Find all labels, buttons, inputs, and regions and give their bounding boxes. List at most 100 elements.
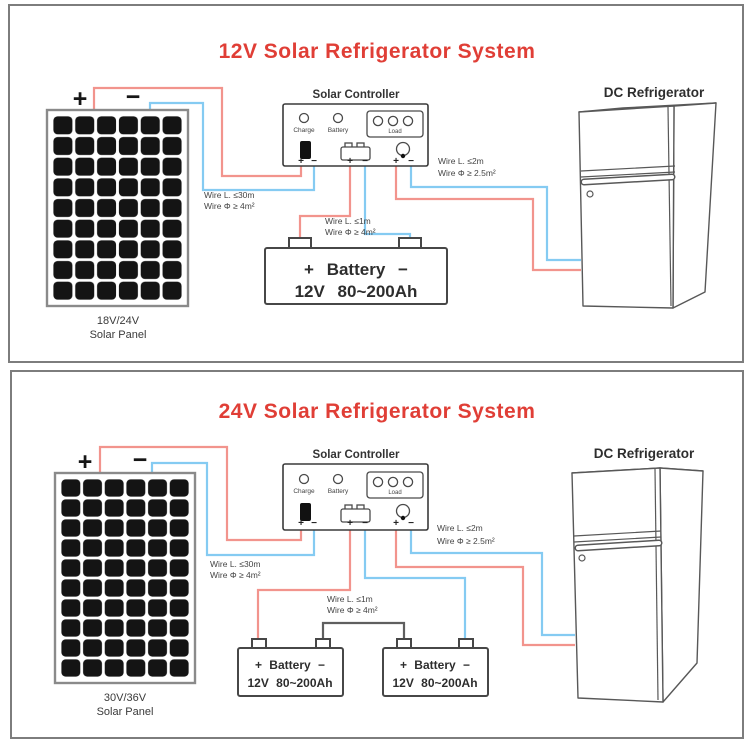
fridge-handle: [576, 541, 661, 550]
bulb-icon: [395, 141, 411, 157]
controller-title: Solar Controller: [313, 89, 400, 101]
load-led-icon: [387, 476, 399, 488]
panel-negative-wire: [150, 461, 316, 557]
bulb-base-icon: [400, 515, 406, 521]
diagram-title-24v: 24V Solar Refrigerator System: [219, 400, 536, 423]
solar-panel-icon: [300, 141, 311, 159]
charge-led-label: Charge: [293, 488, 315, 495]
panel-name-label: Solar Panel: [90, 329, 147, 341]
solar-controller-12v: [282, 103, 429, 167]
panel-wire-spec-line1: Wire L. ≤30m: [210, 559, 260, 569]
solar-panel-icon: [300, 503, 311, 521]
controller-solar-minus: −: [311, 156, 317, 167]
battery-24v-a: [237, 638, 344, 697]
battery-heading: + Battery −: [400, 658, 470, 672]
refrigerator-label: DC Refrigerator: [594, 446, 695, 461]
battery-led-icon: [332, 112, 344, 124]
bulb-base-icon: [400, 153, 406, 159]
charge-led-icon: [298, 112, 310, 124]
diagram-title-12v: 12V Solar Refrigerator System: [219, 40, 536, 63]
fridge-lock: [586, 190, 594, 198]
controller-solar-minus: −: [311, 518, 317, 529]
fridge-door-gap: [667, 106, 672, 307]
fridge-door-gap: [654, 468, 659, 701]
battery-led-label: Battery: [328, 127, 349, 134]
load-positive-wire: [394, 530, 575, 647]
fridge-divider: [580, 165, 676, 178]
controller-battery-minus: −: [362, 156, 368, 167]
charge-led-icon: [298, 473, 310, 485]
fridge-lock: [578, 554, 586, 562]
load-led-icon: [402, 476, 414, 488]
battery-positive-wire: [256, 530, 352, 640]
battery-wire-spec-line2: Wire Φ ≥ 4m²: [327, 605, 378, 615]
panel-plus-marker: +: [78, 448, 93, 476]
load-negative-wire: [409, 530, 575, 637]
controller-battery-plus: +: [347, 518, 353, 529]
battery-body: [237, 647, 344, 697]
controller-load-plus: +: [393, 156, 399, 167]
battery-negative-wire: [363, 530, 467, 640]
load-wire-spec-line1: Wire L. ≤2m: [438, 156, 484, 166]
load-wire-spec-line1: Wire L. ≤2m: [437, 523, 483, 533]
wires-24v: [98, 445, 575, 647]
load-led-icon: [372, 115, 384, 127]
battery-icon: [340, 146, 371, 161]
battery-spec: 12V 80~200Ah: [247, 676, 332, 690]
solar-panel-cells: [60, 478, 190, 678]
bulb-icon: [395, 503, 411, 519]
solar-panel-24v: [53, 471, 197, 685]
charge-led-label: Charge: [293, 127, 315, 134]
battery-12v: [264, 237, 448, 305]
controller-solar-plus: +: [298, 156, 304, 167]
dc-refrigerator-12v: [578, 102, 717, 309]
load-positive-wire: [394, 166, 581, 272]
panel-minus-marker: −: [126, 83, 141, 111]
controller-load-minus: −: [408, 156, 414, 167]
panel-positive-wire: [98, 445, 303, 542]
load-led-icon: [402, 115, 414, 127]
panel-voltage-label: 18V/24V: [97, 315, 140, 327]
battery-24v-b: [382, 638, 489, 697]
load-led-label: Load: [388, 129, 401, 135]
panel-voltage-label: 30V/36V: [104, 692, 147, 704]
load-wire-spec-line2: Wire Φ ≥ 2.5m²: [437, 536, 495, 546]
fridge-front-face: [571, 467, 664, 703]
battery-series-wire: [321, 621, 406, 640]
battery-icon: [340, 508, 371, 523]
battery-heading: + Battery −: [255, 658, 325, 672]
load-wire-spec-line2: Wire Φ ≥ 2.5m²: [438, 168, 496, 178]
controller-solar-plus: +: [298, 518, 304, 529]
solar-panel-cells: [52, 115, 183, 301]
battery-body: [264, 247, 448, 305]
battery-wire-spec-line1: Wire L. ≤1m: [327, 594, 373, 604]
panel-positive-wire: [92, 86, 303, 178]
controller-load-plus: +: [393, 518, 399, 529]
load-led-icon: [372, 476, 384, 488]
load-led-icon: [387, 115, 399, 127]
controller-battery-plus: +: [347, 156, 353, 167]
battery-led-icon: [332, 473, 344, 485]
controller-load-minus: −: [408, 518, 414, 529]
controller-battery-minus: −: [362, 518, 368, 529]
panel-negative-wire: [148, 101, 316, 192]
dc-refrigerator-24v: [571, 467, 704, 703]
fridge-divider: [573, 530, 662, 543]
battery-positive-wire: [298, 166, 352, 240]
panel-name-label: Solar Panel: [97, 706, 154, 718]
battery-led-label: Battery: [328, 488, 349, 495]
battery-spec: 12V 80~200Ah: [295, 282, 418, 301]
solar-panel-12v: [45, 108, 190, 308]
fridge-handle: [582, 175, 674, 184]
panel-plus-marker: +: [73, 85, 88, 113]
panel-wire-spec-line1: Wire L. ≤30m: [204, 190, 254, 200]
fridge-front-face: [578, 105, 675, 309]
battery-heading: + Battery −: [304, 260, 408, 279]
panel-wire-spec-line2: Wire Φ ≥ 4m²: [210, 570, 261, 580]
panel-wire-spec-line2: Wire Φ ≥ 4m²: [204, 201, 255, 211]
panel-minus-marker: −: [133, 446, 148, 474]
solar-controller-24v: [282, 463, 429, 531]
load-led-label: Load: [388, 490, 401, 496]
